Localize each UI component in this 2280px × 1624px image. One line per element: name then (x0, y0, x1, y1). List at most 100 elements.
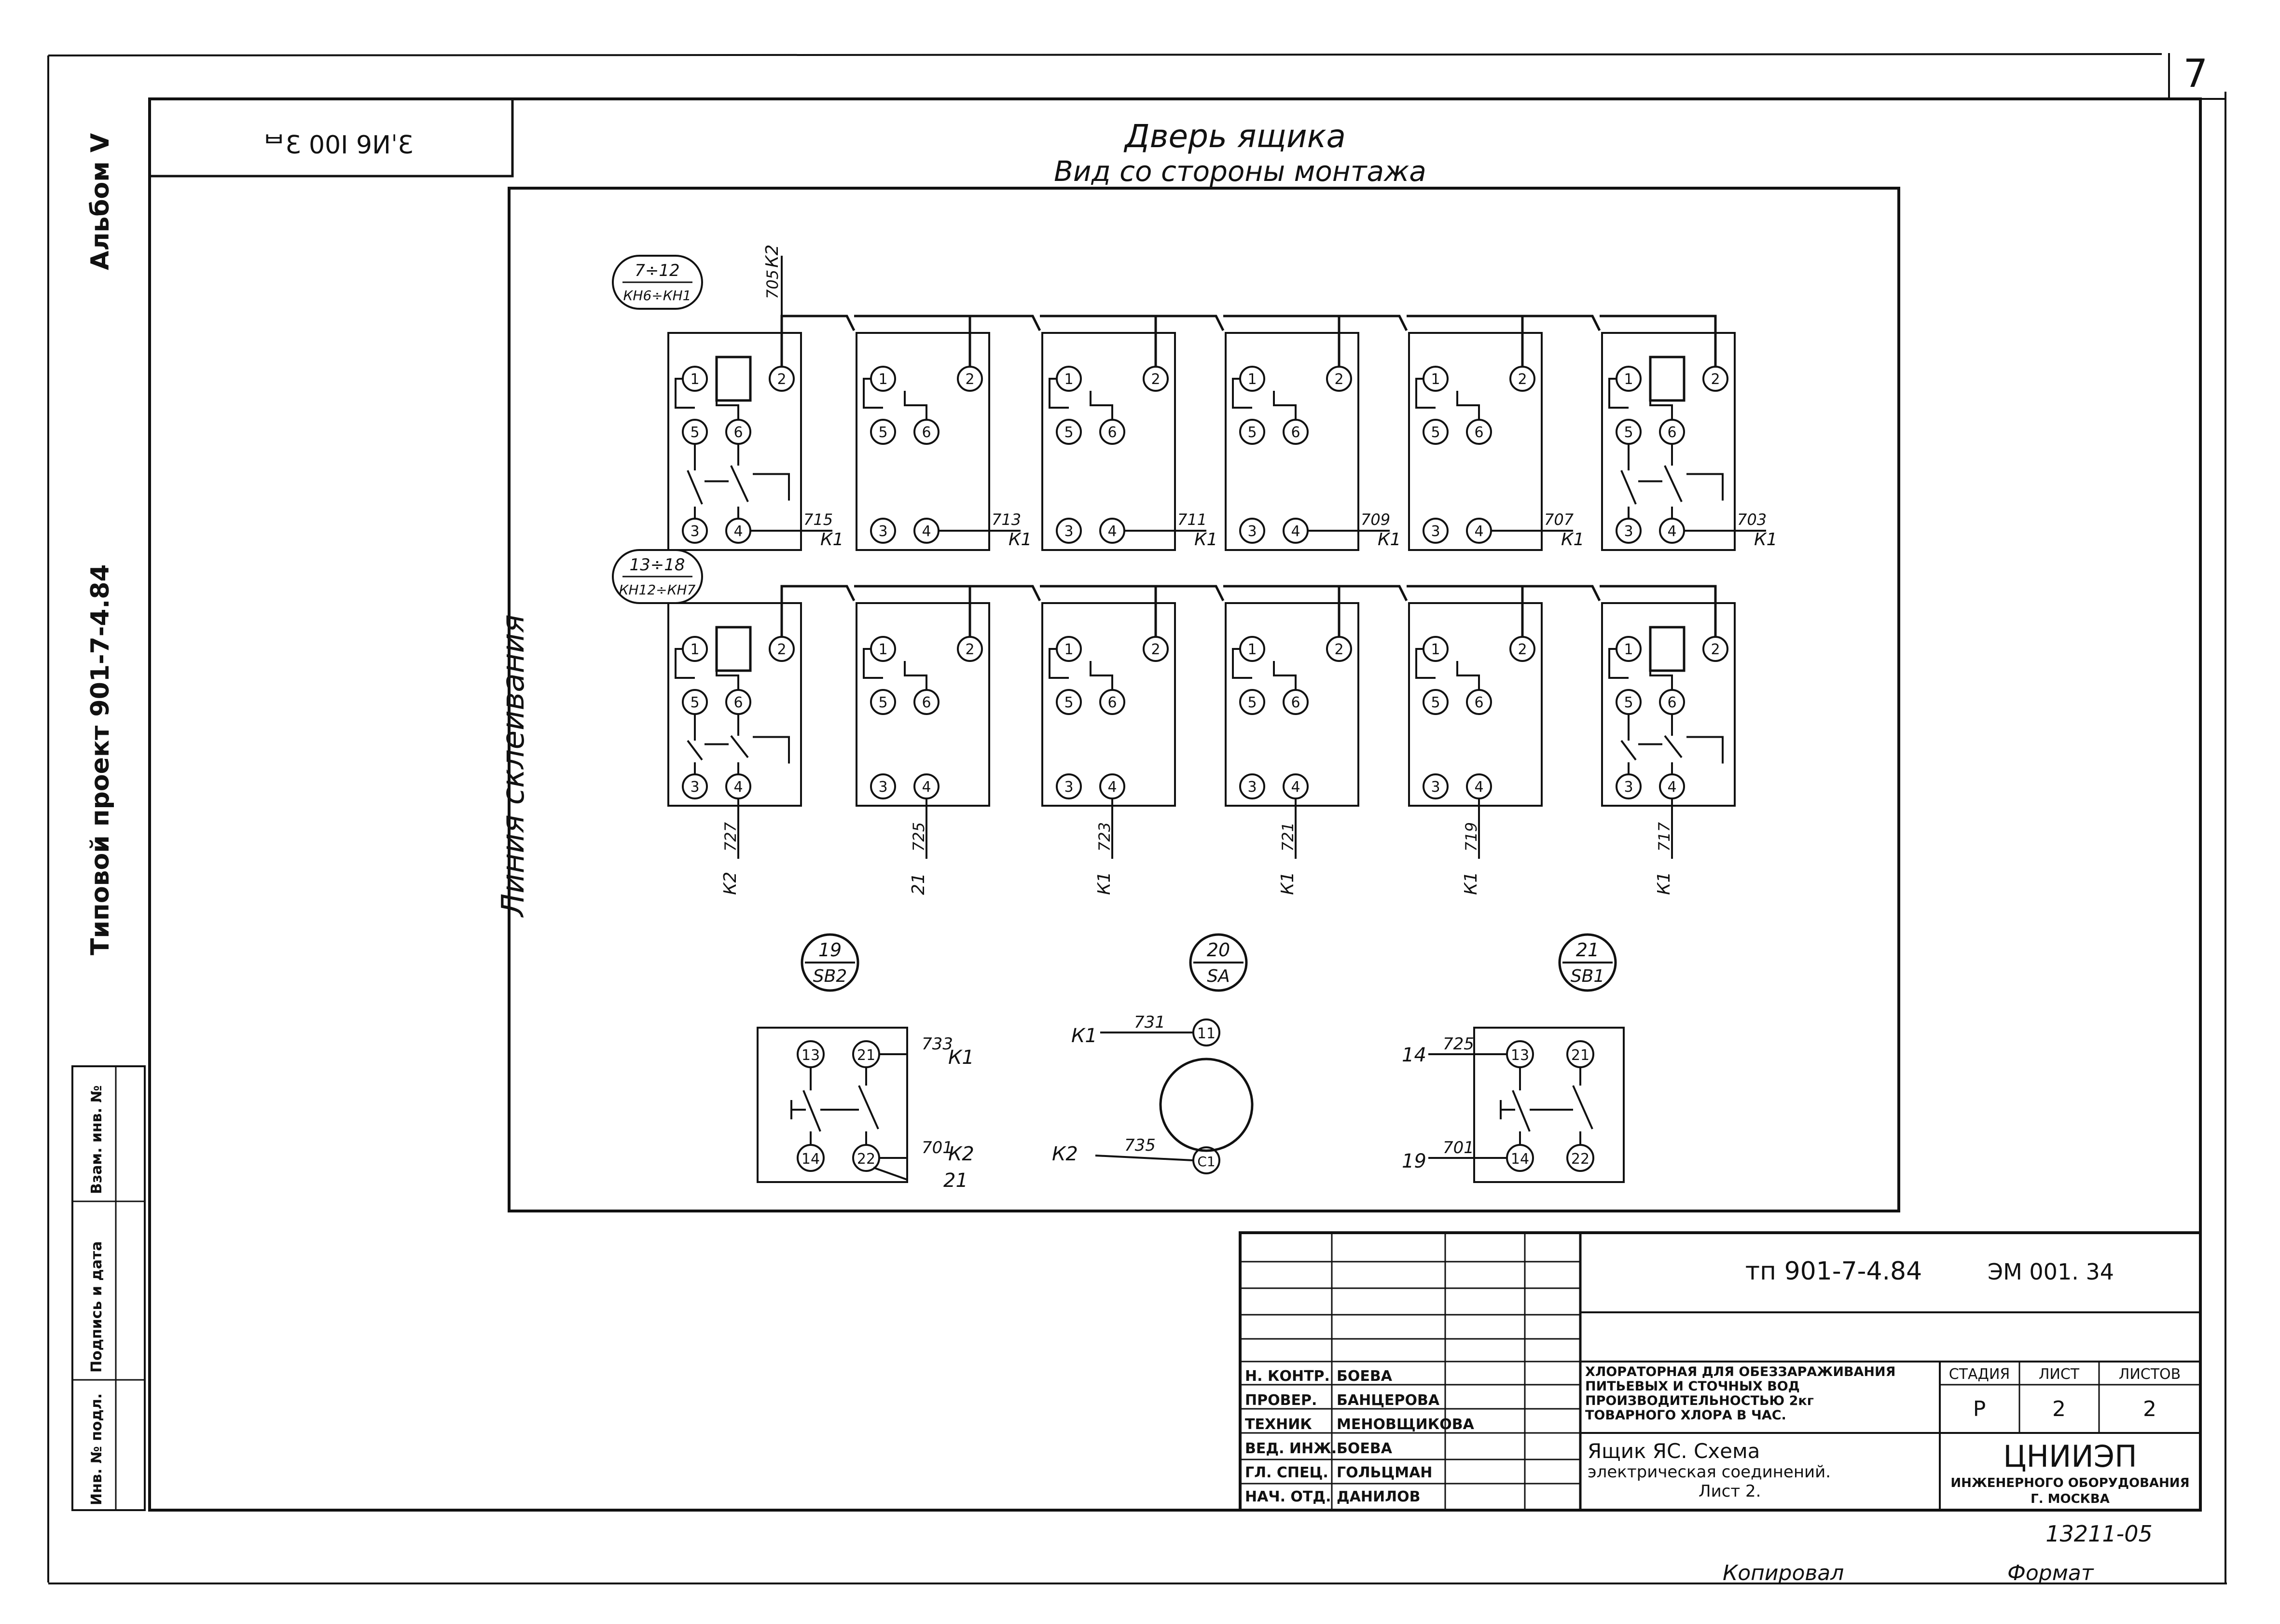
wire-ref: К2 (720, 872, 740, 895)
terminal-5: 5 (1064, 424, 1073, 441)
terminal-2: 2 (1518, 371, 1527, 388)
wire-ref: К1 (1278, 872, 1298, 895)
terminal-3: 3 (690, 523, 699, 540)
staff-role: ПРОВЕР. (1245, 1392, 1317, 1409)
terminal-4: 4 (733, 523, 743, 540)
svg-text:21: 21 (1571, 1047, 1589, 1064)
wire-number: 705 (763, 270, 782, 299)
terminal-4: 4 (1667, 523, 1676, 540)
terminal-1: 1 (1624, 371, 1633, 388)
sheet-title-line: Лист 2. (1699, 1482, 1761, 1501)
wire-number: 713 (992, 510, 1021, 529)
terminal-4: 4 (1107, 523, 1117, 540)
sa-switch: 11 С1 731 К1 735 К2 (1052, 1013, 1254, 1174)
wire-ref: К1 (1094, 872, 1114, 895)
sheets-value: 2 (2143, 1397, 2156, 1421)
terminal-4: 4 (1291, 523, 1300, 540)
terminal-2: 2 (965, 641, 974, 658)
terminal-3: 3 (1624, 779, 1633, 796)
terminal-5: 5 (1431, 694, 1440, 711)
svg-text:11: 11 (1197, 1025, 1216, 1042)
svg-text:13: 13 (1511, 1047, 1529, 1064)
terminal-2: 2 (1518, 641, 1527, 658)
svg-text:701: 701 (922, 1138, 953, 1157)
terminal-2: 2 (1711, 371, 1720, 388)
svg-text:14: 14 (801, 1151, 820, 1168)
svg-text:SB1: SB1 (1571, 966, 1604, 986)
door-subtitle: Вид со стороны монтажа (1054, 155, 1426, 188)
terminal-2: 2 (1151, 641, 1160, 658)
sheet-value: 2 (2052, 1397, 2066, 1421)
terminal-6: 6 (1291, 424, 1300, 441)
group-label-2: 13÷18 КН12÷КН7 (612, 549, 703, 604)
copied-label: Копировал (1723, 1561, 1844, 1585)
terminal-5: 5 (1431, 424, 1440, 441)
terminal-1: 1 (878, 641, 887, 658)
terminal-2: 2 (965, 371, 974, 388)
terminal-4: 4 (1474, 523, 1483, 540)
terminal-6: 6 (1107, 694, 1117, 711)
terminal-6: 6 (1107, 424, 1117, 441)
wire-number: 703 (1737, 510, 1767, 529)
svg-text:КН12÷КН7: КН12÷КН7 (619, 582, 696, 598)
svg-text:13÷18: 13÷18 (629, 555, 685, 575)
wire-ref: К1 (1561, 530, 1584, 550)
wire-number: 715 (803, 510, 833, 529)
staff-name: МЕНОВЩИКОВА (1337, 1416, 1475, 1433)
sheets-header: ЛИСТОВ (2119, 1366, 2181, 1383)
door-title: Дверь ящика (1123, 118, 1346, 155)
sheet-title-line: Ящик ЯС. Схема (1588, 1439, 1760, 1463)
stage-value: Р (1973, 1397, 1986, 1421)
terminal-6: 6 (1667, 424, 1676, 441)
svg-text:SA: SA (1207, 966, 1230, 986)
sheet-header: ЛИСТ (2039, 1366, 2080, 1383)
terminal-2: 2 (1151, 371, 1160, 388)
inventory-number: 13211-05 (2045, 1521, 2152, 1547)
staff-name: БОЕВА (1337, 1440, 1393, 1457)
wire-number: 709 (1361, 510, 1390, 529)
wire-ref: К1 (820, 530, 843, 550)
object-line: ПИТЬЕВЫХ И СТОЧНЫХ ВОД (1585, 1379, 1800, 1394)
svg-text:14: 14 (1511, 1151, 1529, 1168)
object-line: ХЛОРАТОРНАЯ ДЛЯ ОБЕЗЗАРАЖИВАНИЯ (1585, 1364, 1895, 1379)
staff-role: ТЕХНИК (1245, 1416, 1312, 1433)
project-label: Типовой проект 901-7-4.84 (86, 564, 115, 955)
svg-text:725: 725 (1443, 1034, 1474, 1054)
terminal-3: 3 (878, 779, 887, 796)
staff-name: ГОЛЬЦМАН (1337, 1464, 1432, 1481)
wire-ref: К1 (1754, 530, 1777, 550)
terminal-2: 2 (1334, 371, 1343, 388)
stage-header: СТАДИЯ (1949, 1366, 2010, 1383)
svg-text:19: 19 (818, 939, 842, 961)
wire-number: 723 (1095, 822, 1114, 852)
svg-text:21: 21 (943, 1170, 968, 1192)
terminal-4: 4 (922, 779, 931, 796)
svg-text:К1: К1 (1071, 1025, 1097, 1047)
terminal-5: 5 (1624, 694, 1633, 711)
corner-code: ᄇƐ 00I 9ИˈƐ (263, 131, 414, 160)
object-description: ХЛОРАТОРНАЯ ДЛЯ ОБЕЗЗАРАЖИВАНИЯПИТЬЕВЫХ … (1585, 1364, 1895, 1423)
terminal-1: 1 (690, 371, 699, 388)
door-panel (508, 187, 1900, 1212)
terminal-5: 5 (1624, 424, 1633, 441)
terminal-5: 5 (1064, 694, 1073, 711)
svg-text:14: 14 (1402, 1044, 1426, 1066)
terminal-4: 4 (1291, 779, 1300, 796)
terminal-6: 6 (922, 694, 931, 711)
terminal-1: 1 (1247, 371, 1257, 388)
svg-text:19: 19 (1402, 1150, 1426, 1172)
